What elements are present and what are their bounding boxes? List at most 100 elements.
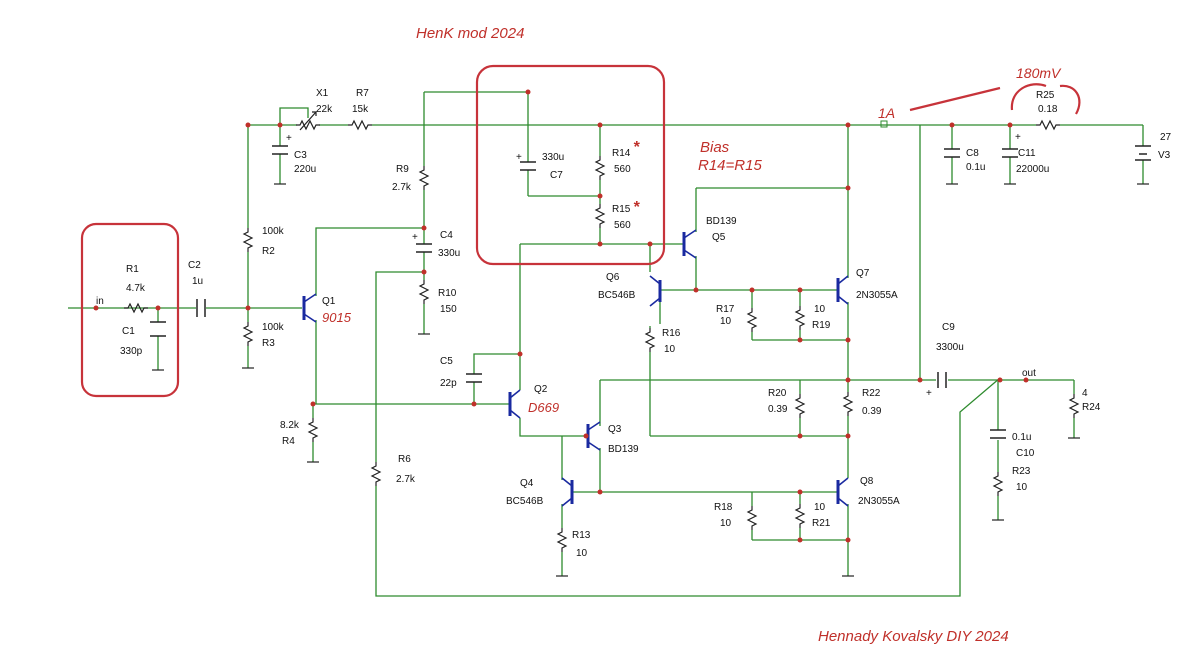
c9-value: 3300u bbox=[936, 342, 964, 353]
q3-symbol bbox=[586, 421, 601, 451]
r17-value: 10 bbox=[720, 316, 732, 327]
x1-symbol bbox=[295, 120, 321, 130]
c10-name: C10 bbox=[1016, 448, 1035, 459]
c2-symbol bbox=[196, 299, 206, 317]
q6-name: Q6 bbox=[606, 272, 620, 283]
q5-name: Q5 bbox=[712, 232, 726, 243]
r1-symbol bbox=[123, 303, 149, 313]
q2-name: Q2 bbox=[534, 384, 548, 395]
r3-value: 100k bbox=[262, 322, 285, 333]
c3-symbol: + bbox=[272, 133, 292, 155]
r16-symbol bbox=[645, 327, 655, 353]
r16-value: 10 bbox=[664, 344, 676, 355]
r14-star: * bbox=[633, 139, 640, 156]
q7-name: Q7 bbox=[856, 268, 870, 279]
bias-network-highlight bbox=[475, 64, 666, 266]
q8-type: 2N3055A bbox=[858, 496, 900, 507]
q8-name: Q8 bbox=[860, 476, 874, 487]
voltage-arc-right bbox=[1059, 84, 1081, 115]
svg-text:+: + bbox=[1015, 132, 1021, 143]
r22-value: 0.39 bbox=[862, 406, 882, 417]
r25-name: R25 bbox=[1036, 90, 1055, 101]
current-label: 1A bbox=[878, 105, 895, 121]
r10-value: 150 bbox=[440, 304, 457, 315]
r15-symbol bbox=[595, 203, 605, 229]
r6-symbol bbox=[371, 461, 381, 487]
r20-value: 0.39 bbox=[768, 404, 788, 415]
c1-symbol bbox=[150, 321, 166, 337]
c9-name: C9 bbox=[942, 322, 955, 333]
q6-symbol bbox=[649, 275, 662, 307]
r17-symbol bbox=[747, 307, 757, 333]
c8-symbol bbox=[944, 148, 960, 158]
v3-value: 27 bbox=[1160, 132, 1172, 143]
voltage-label: 180mV bbox=[1016, 65, 1062, 81]
c5-name: C5 bbox=[440, 356, 453, 367]
q6-type: BC546B bbox=[598, 290, 636, 301]
v3-symbol bbox=[1135, 145, 1151, 161]
c7-symbol: + bbox=[516, 152, 536, 171]
r15-value: 560 bbox=[614, 220, 631, 231]
c2-value: 1u bbox=[192, 276, 203, 287]
r4-name: R4 bbox=[282, 436, 295, 447]
q4-name: Q4 bbox=[520, 478, 534, 489]
r13-name: R13 bbox=[572, 530, 591, 541]
r9-symbol bbox=[419, 165, 429, 191]
r16-name: R16 bbox=[662, 328, 681, 339]
c5-value: 22p bbox=[440, 378, 457, 389]
x1-arrow bbox=[299, 111, 317, 131]
bias-rule: R14=R15 bbox=[698, 157, 762, 174]
r21-value: 10 bbox=[814, 502, 826, 513]
r20-symbol bbox=[795, 393, 805, 419]
r19-name: R19 bbox=[812, 320, 831, 331]
c1-name: C1 bbox=[122, 326, 135, 337]
r9-value: 2.7k bbox=[392, 182, 412, 193]
voltage-arc-left bbox=[1010, 83, 1047, 111]
r9-name: R9 bbox=[396, 164, 409, 175]
q1-name: Q1 bbox=[322, 296, 336, 307]
q7-type: 2N3055A bbox=[856, 290, 898, 301]
svg-text:+: + bbox=[926, 388, 932, 399]
x1-name: X1 bbox=[316, 88, 329, 99]
mod-title: HenK mod 2024 bbox=[416, 25, 524, 42]
r24-name: R24 bbox=[1082, 402, 1101, 413]
r23-symbol bbox=[993, 471, 1003, 497]
c11-symbol: + bbox=[1002, 132, 1021, 158]
q1-symbol bbox=[302, 293, 317, 323]
q7-symbol bbox=[836, 275, 849, 305]
wires bbox=[68, 91, 1144, 597]
r14-name: R14 bbox=[612, 148, 631, 159]
r19-symbol bbox=[795, 305, 805, 331]
c3-name: C3 bbox=[294, 150, 307, 161]
v3-name: V3 bbox=[1158, 150, 1171, 161]
c10-value: 0.1u bbox=[1012, 432, 1031, 443]
c3-value: 220u bbox=[294, 164, 316, 175]
svg-text:+: + bbox=[516, 152, 522, 163]
input-filter-highlight bbox=[80, 222, 180, 398]
c4-name: C4 bbox=[440, 230, 453, 241]
q4-symbol bbox=[561, 477, 574, 507]
r21-symbol bbox=[795, 503, 805, 529]
annotations: HenK mod 2024 Hennady Kovalsky DIY 2024 … bbox=[322, 25, 1062, 645]
r17-name: R17 bbox=[716, 304, 735, 315]
c11-name: C11 bbox=[1018, 148, 1036, 159]
q5-symbol bbox=[682, 229, 697, 259]
c8-name: C8 bbox=[966, 148, 979, 159]
current-pointer bbox=[909, 86, 1001, 112]
capacitors: + + + + + bbox=[150, 132, 1151, 439]
c10-symbol bbox=[990, 429, 1006, 439]
r4-value: 8.2k bbox=[280, 420, 300, 431]
c2-name: C2 bbox=[188, 260, 201, 271]
r25-symbol bbox=[1035, 120, 1061, 130]
r7-name: R7 bbox=[356, 88, 369, 99]
r19-value: 10 bbox=[814, 304, 826, 315]
resistors bbox=[123, 111, 1079, 553]
annotation-shapes bbox=[80, 64, 1081, 398]
transistors bbox=[302, 229, 849, 507]
r22-symbol bbox=[843, 391, 853, 417]
q3-type: BD139 bbox=[608, 444, 639, 455]
r13-symbol bbox=[557, 527, 567, 553]
r15-star: * bbox=[633, 199, 640, 216]
r3-symbol bbox=[243, 321, 253, 347]
